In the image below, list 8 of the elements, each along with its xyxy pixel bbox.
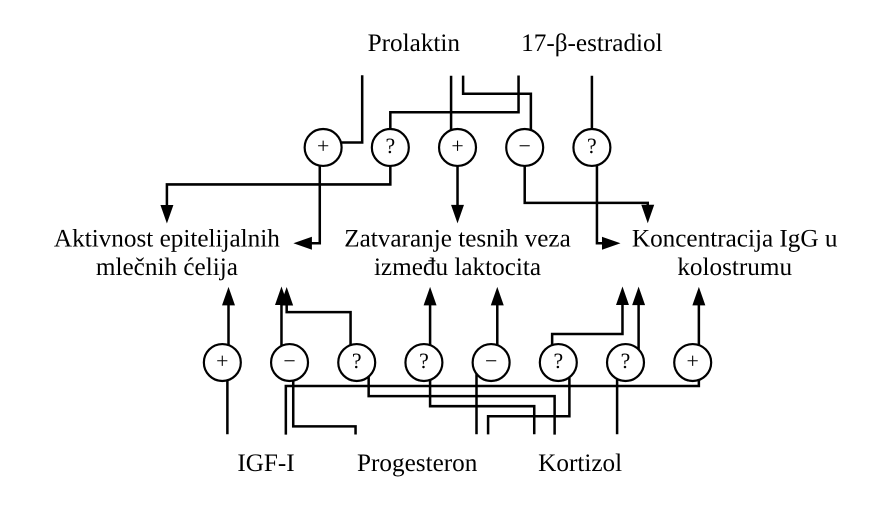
node-text: Kortizol — [538, 450, 622, 477]
node-text: IGF-I — [236, 450, 294, 477]
node-text: Koncentracija IgG u kolostrumu — [631, 226, 837, 282]
node-text: Zatvaranje tesnih veza između laktocita — [344, 226, 570, 282]
node-text: Aktivnost epitelijalnih mlečnih ćelija — [53, 226, 280, 282]
node-text: 17-β-estradiol — [520, 30, 662, 57]
node-text: Progesteron — [356, 450, 477, 477]
node-text: Prolaktin — [367, 30, 460, 57]
